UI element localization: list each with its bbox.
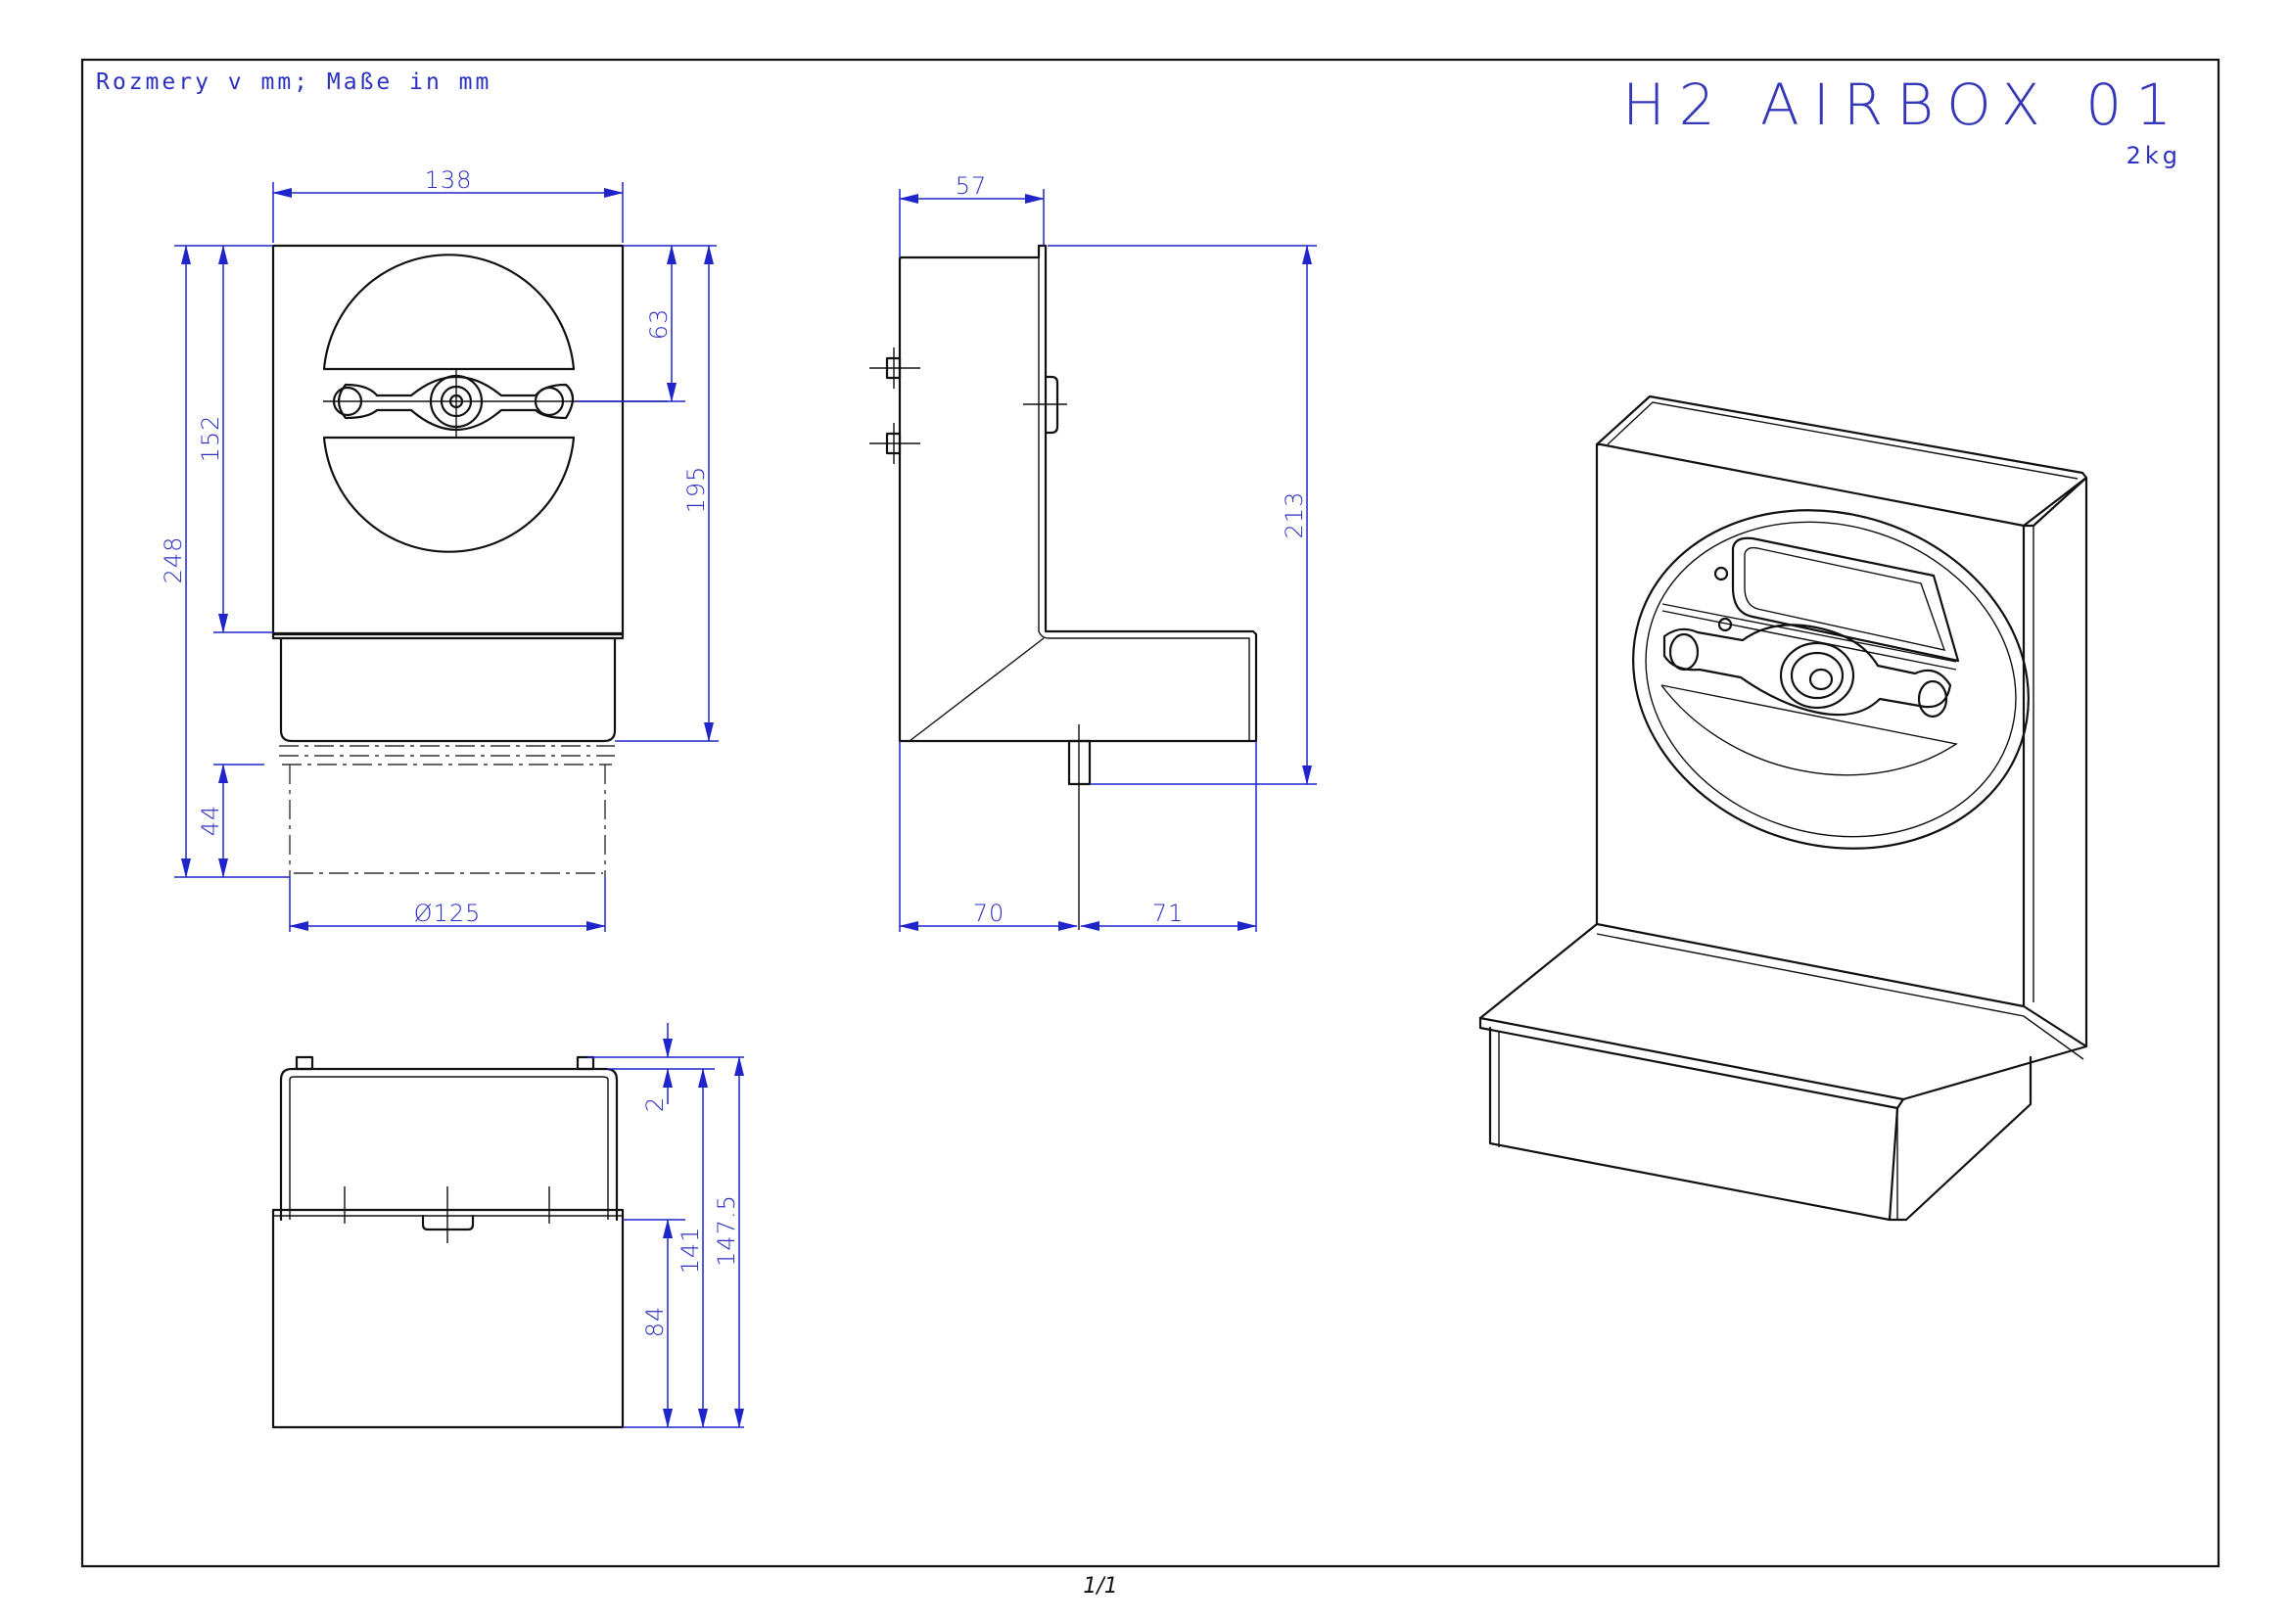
weight-label: 2kg: [2126, 142, 2181, 169]
page-number: 1/1: [1083, 1574, 1117, 1599]
dim-141: 141: [677, 1227, 704, 1275]
dim-width-138: 138: [425, 166, 473, 194]
dim-70: 70: [973, 900, 1005, 927]
dim-213: 213: [1281, 491, 1308, 539]
dim-44: 44: [197, 805, 224, 837]
isometric-view: [1478, 394, 2088, 1222]
dim-248: 248: [160, 536, 187, 584]
drawing-title: H2 AIRBOX 01: [1622, 71, 2185, 138]
front-view: 138 63 152 248 195 44 Ø125: [160, 166, 719, 932]
side-view: 57 213 70 71: [869, 172, 1317, 932]
dim-71: 71: [1152, 900, 1185, 927]
bottom-view: 2 84 141 147.5: [271, 1023, 744, 1429]
drawing-frame: [80, 58, 2220, 1568]
dim-84: 84: [641, 1306, 669, 1338]
dim-diameter-125: Ø125: [414, 900, 482, 927]
units-note: Rozmery v mm; Maße in mm: [96, 70, 491, 95]
dim-57: 57: [956, 172, 988, 200]
dim-147-5: 147.5: [713, 1194, 740, 1267]
dim-152: 152: [197, 415, 224, 463]
dim-2: 2: [641, 1096, 669, 1112]
dim-63: 63: [645, 308, 673, 341]
dim-195: 195: [682, 466, 710, 514]
